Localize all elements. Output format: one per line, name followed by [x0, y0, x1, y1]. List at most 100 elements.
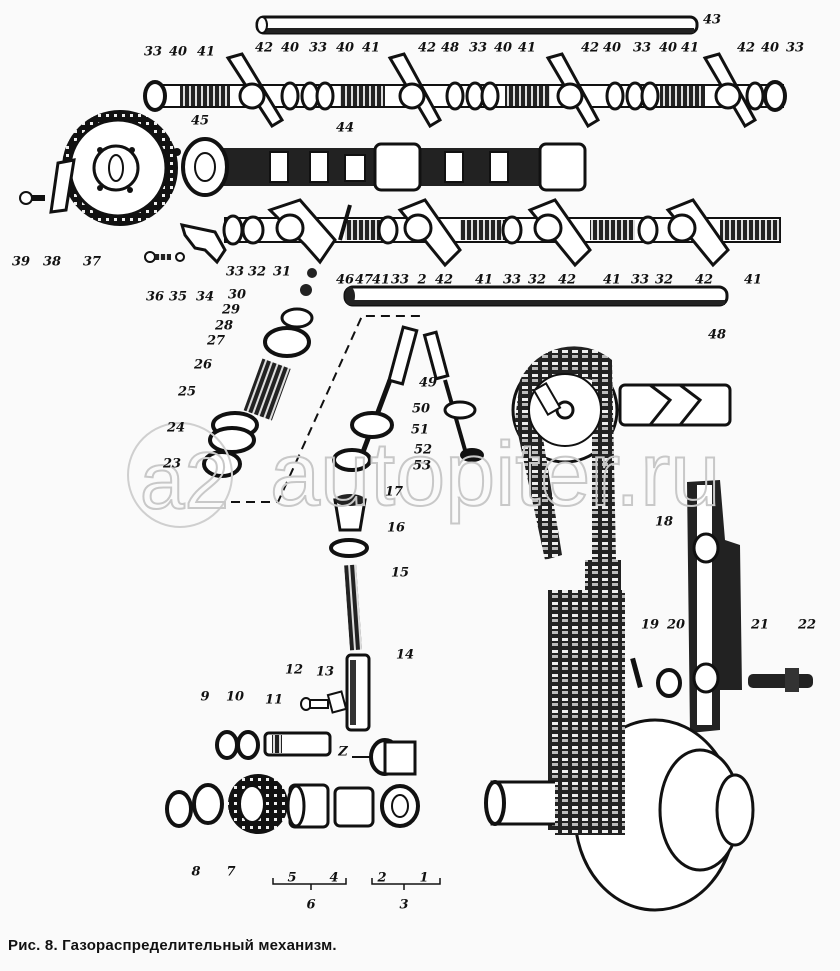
part-label: 36 [145, 289, 165, 305]
part-label: 41 [517, 40, 537, 56]
washer-20 [656, 668, 682, 698]
part-label: 42 [254, 40, 274, 56]
dashed-assembly-path [216, 315, 425, 503]
part-label: 41 [474, 272, 494, 288]
part-label: 41 [371, 272, 391, 288]
part-label: 6 [306, 897, 316, 913]
part-label: 22 [797, 617, 817, 633]
camshaft-44 [181, 137, 587, 197]
part-label: 44 [335, 120, 355, 136]
part-label: 2 [417, 272, 427, 288]
rocker-assembly-upper [143, 52, 787, 129]
part-label: 51 [410, 422, 430, 438]
part-label: 18 [654, 514, 674, 530]
part-label: 28 [214, 318, 234, 334]
figure-caption: Рис. 8. Газораспределительный механизм. [8, 937, 337, 954]
part-label: 41 [361, 40, 381, 56]
part-label: 49 [418, 375, 438, 391]
part-label: 12 [284, 662, 304, 678]
rocker-assembly-lower [222, 198, 781, 268]
valves [332, 325, 484, 472]
part-label: 7 [226, 864, 236, 880]
part-label: 33 [225, 264, 245, 280]
part-label: 13 [315, 664, 335, 680]
part-label: 2 [377, 870, 387, 886]
part-label: 33 [143, 44, 163, 60]
part-label: 43 [702, 12, 722, 28]
part-label: 33 [308, 40, 328, 56]
part-label: 41 [602, 272, 622, 288]
part-label: 32 [247, 264, 267, 280]
part-label: 32 [527, 272, 547, 288]
screw-36 [144, 251, 185, 263]
part-label: 48 [440, 40, 460, 56]
bracket-34 [179, 223, 227, 265]
part-label: 24 [166, 420, 186, 436]
part-label: 42 [736, 40, 756, 56]
sprocket-plate-38 [49, 158, 76, 214]
part-label: 40 [280, 40, 300, 56]
part-label: 38 [42, 254, 62, 270]
part-label: 17 [384, 484, 404, 500]
crankshaft [484, 590, 755, 912]
tensioner-assembly [329, 494, 371, 732]
part-label: 21 [750, 617, 770, 633]
part-label: 3 [399, 897, 409, 913]
part-label: 16 [386, 520, 406, 536]
part-label: 53 [412, 458, 432, 474]
part-label: 8 [191, 864, 201, 880]
part-label: 42 [434, 272, 454, 288]
pin-19 [630, 657, 643, 689]
part-label: 41 [196, 44, 216, 60]
part-label: 20 [666, 617, 686, 633]
part-label: 33 [630, 272, 650, 288]
part-label: 34 [195, 289, 215, 305]
part-label: 52 [413, 442, 433, 458]
part-label: 37 [82, 254, 102, 270]
part-label: Z [338, 744, 348, 760]
part-label: 10 [225, 689, 245, 705]
part-label: 9 [200, 689, 210, 705]
part-label: 42 [694, 272, 714, 288]
part-label: 11 [264, 692, 284, 708]
part-label: 45 [190, 113, 210, 129]
part-label: 42 [580, 40, 600, 56]
part-label: 5 [287, 870, 297, 886]
tensioner-pin-parts [215, 730, 332, 760]
part-label: 40 [760, 40, 780, 56]
camshaft-end [618, 383, 732, 427]
part-label: 25 [177, 384, 197, 400]
part-label: 14 [395, 647, 415, 663]
part-label: 15 [390, 565, 410, 581]
part-label: 40 [335, 40, 355, 56]
part-label: 47 [354, 272, 374, 288]
part-label: 31 [272, 264, 292, 280]
part-label: 19 [640, 617, 660, 633]
part-label: 50 [411, 401, 431, 417]
part-label: 23 [162, 456, 182, 472]
part-label: 1 [419, 870, 429, 886]
part-label: 41 [680, 40, 700, 56]
part-label: 40 [168, 44, 188, 60]
part-label: 4 [329, 870, 339, 886]
part-label: 48 [707, 327, 727, 343]
tensioner-bracket-21 [687, 480, 742, 733]
part-label: 33 [390, 272, 410, 288]
part-label: 30 [227, 287, 247, 303]
camshaft-sprocket-37 [62, 110, 178, 226]
part-label: 40 [658, 40, 678, 56]
part-label: 27 [206, 333, 226, 349]
part-label: 42 [557, 272, 577, 288]
part-label: 33 [468, 40, 488, 56]
part-label: 40 [602, 40, 622, 56]
part-label: 33 [502, 272, 522, 288]
part-label: 29 [221, 302, 241, 318]
part-label: 35 [168, 289, 188, 305]
part-label: 33 [785, 40, 805, 56]
tensioner-sprocket-group [165, 774, 420, 834]
rocker-shaft-43 [255, 15, 699, 35]
rocker-shaft-48 [343, 285, 729, 307]
part-label: 42 [417, 40, 437, 56]
lever-z [352, 738, 417, 776]
plate-13 [326, 690, 348, 714]
